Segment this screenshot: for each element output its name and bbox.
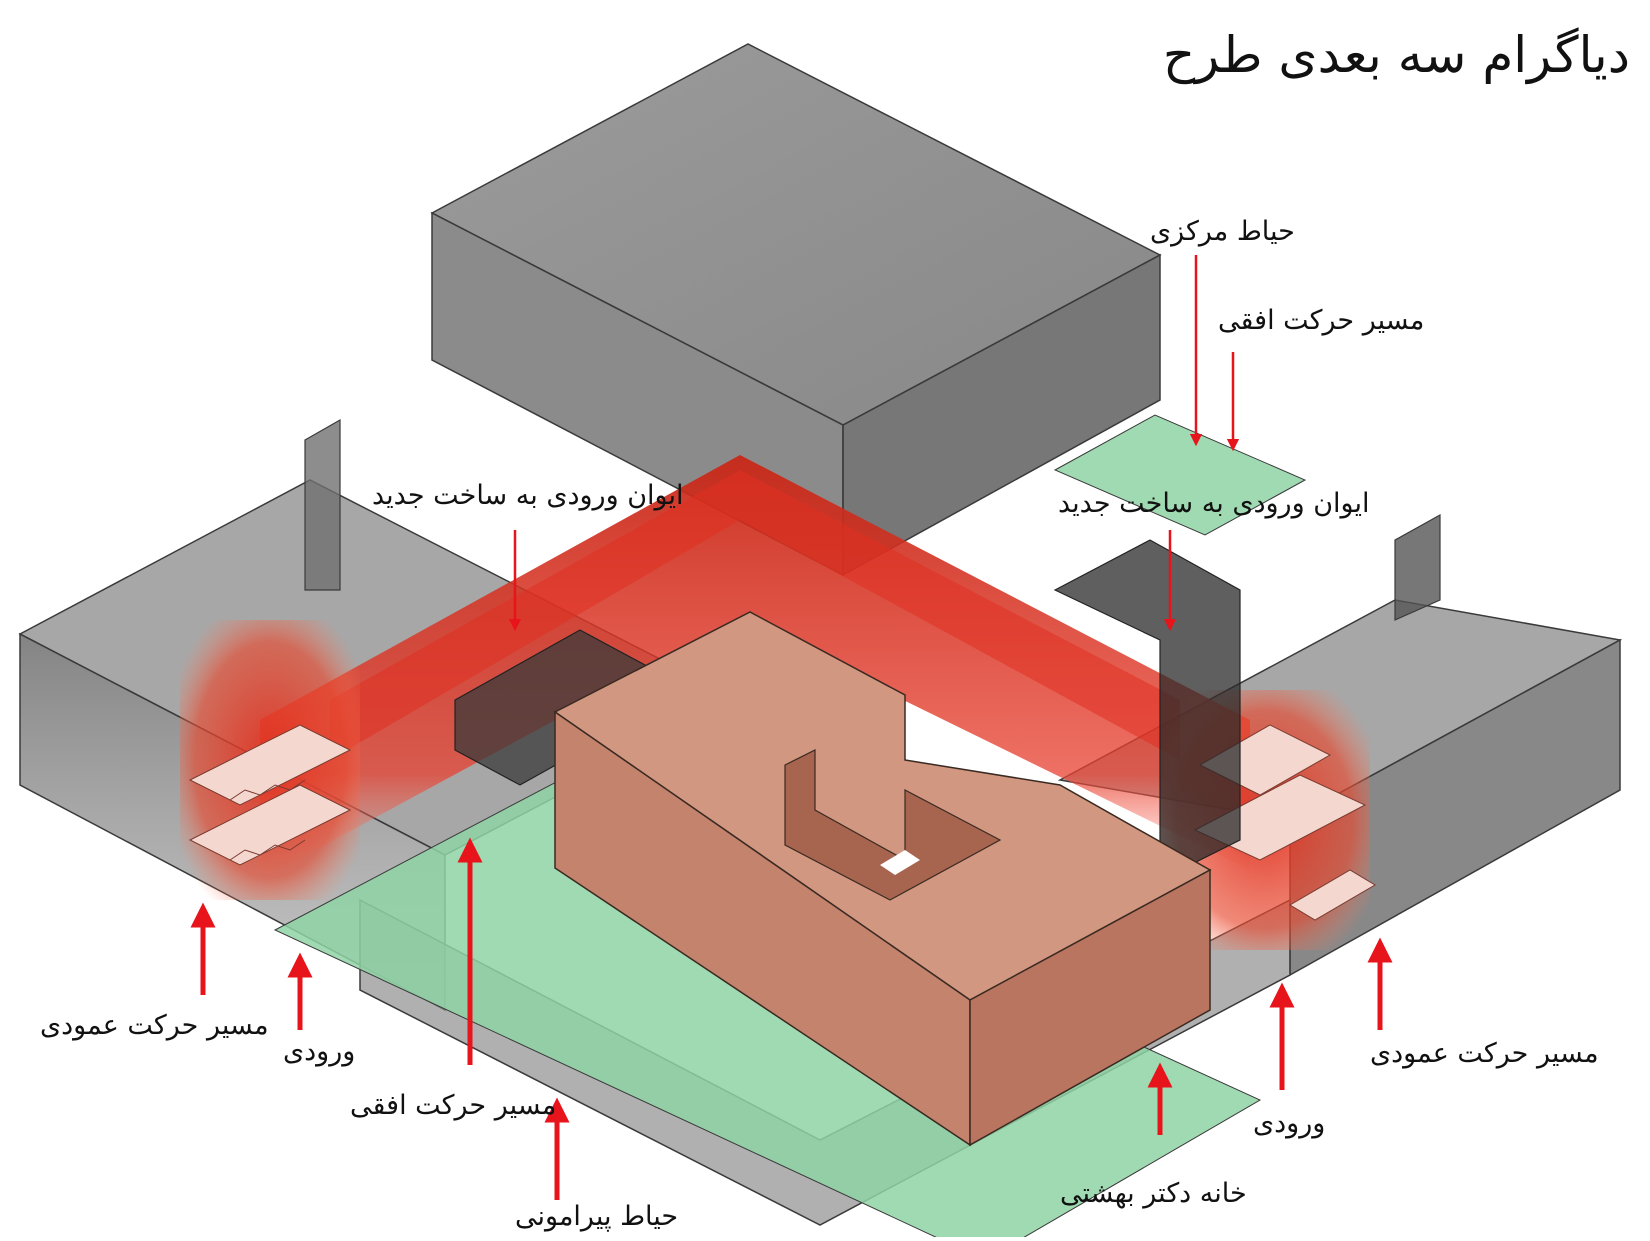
label-horizontal-path-top: مسیر حرکت افقی xyxy=(1218,305,1425,336)
right-iwan-volume xyxy=(1053,539,1241,881)
label-iwan-right: ایوان ورودی به ساخت جدید xyxy=(1058,488,1370,519)
label-central-courtyard: حیاط مرکزی xyxy=(1150,216,1295,247)
label-entrance-left: ورودی xyxy=(283,1036,356,1067)
label-perimeter-courtyard: حیاط پیرامونی xyxy=(515,1201,679,1232)
label-entrance-right: ورودی xyxy=(1253,1108,1326,1139)
beheshti-house-volume xyxy=(553,611,1212,1147)
label-vertical-path-right: مسیر حرکت عمودی xyxy=(1370,1038,1599,1069)
central-courtyard-floor xyxy=(1053,414,1307,536)
label-vertical-path-left: مسیر حرکت عمودی xyxy=(40,1010,269,1041)
diagram-title: دیاگرام سه بعدی طرح xyxy=(1162,26,1630,84)
label-arrows xyxy=(190,255,1393,1200)
label-beheshti-house: خانه دکتر بهشتی xyxy=(1060,1178,1247,1209)
label-horizontal-path-bottom: مسیر حرکت افقی xyxy=(350,1090,557,1121)
label-iwan-left: ایوان ورودی به ساخت جدید xyxy=(372,480,684,511)
rear-tall-block xyxy=(430,43,1162,577)
left-stair xyxy=(188,724,352,866)
